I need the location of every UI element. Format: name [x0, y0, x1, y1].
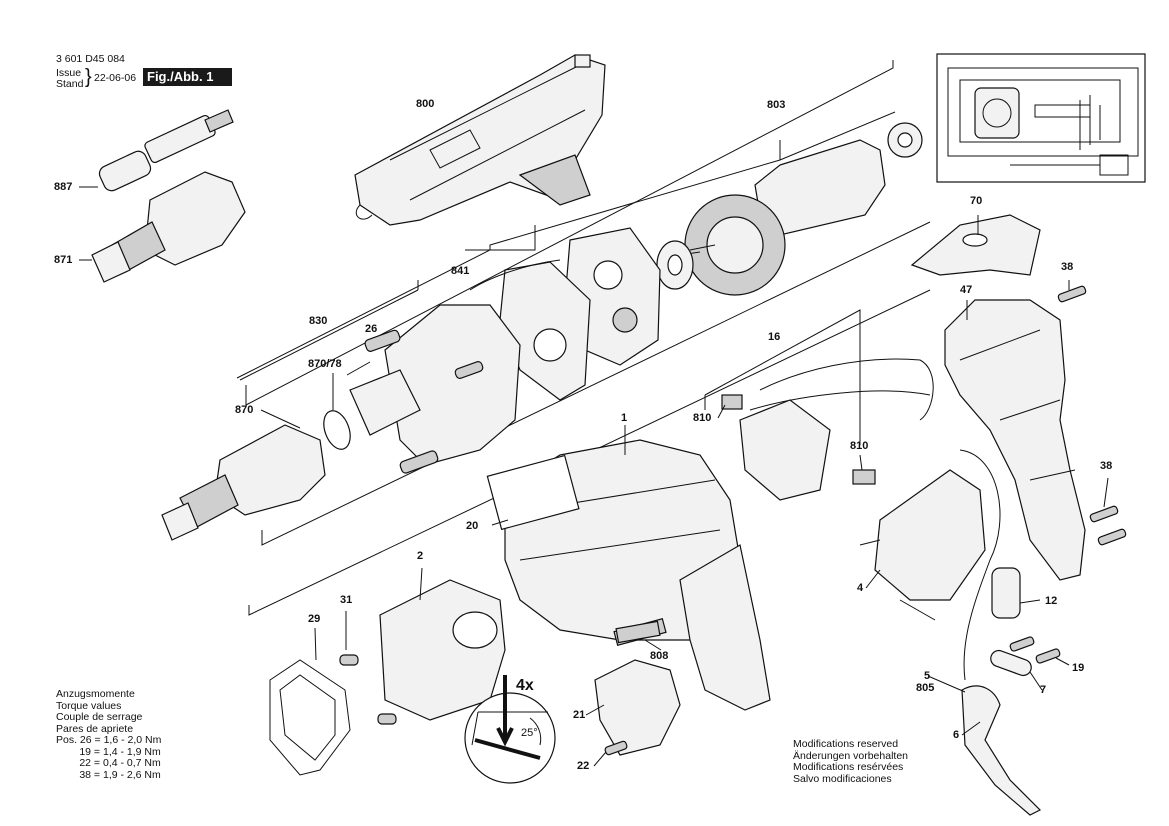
- callout-871: 871: [54, 254, 73, 266]
- callout-31: 31: [340, 594, 353, 606]
- screws-19: [1009, 636, 1061, 664]
- callout-26: 26: [365, 323, 378, 335]
- callout-1: 1: [621, 412, 628, 424]
- callout-841: 841: [451, 265, 470, 277]
- issue-label-en: Issue: [56, 67, 82, 79]
- detail-circle-angle: [464, 675, 556, 784]
- handle-cap-21: [594, 659, 681, 756]
- callout-12: 12: [1045, 595, 1058, 607]
- pins-31: [339, 654, 397, 725]
- callout-4: 4: [857, 582, 864, 594]
- callout-21: 21: [573, 709, 586, 721]
- callout-38-right: 38: [1100, 460, 1113, 472]
- assembly-guide-lines: [236, 60, 931, 616]
- gear-housing-830: [323, 304, 521, 474]
- callout-2: 2: [417, 550, 424, 562]
- callout-805: 805: [916, 682, 935, 694]
- armature-803: [656, 122, 923, 296]
- callout-38-top: 38: [1061, 261, 1074, 273]
- switch-4: [859, 469, 986, 621]
- field-coil-2: [379, 579, 506, 721]
- wiring-diagram: [936, 53, 1146, 183]
- callout-808: 808: [650, 650, 669, 662]
- callout-870-78: 870/78: [308, 358, 342, 370]
- bit-holder-887: [98, 109, 234, 192]
- issue-date: 22-06-06: [94, 72, 137, 84]
- callout-800: 800: [416, 98, 435, 110]
- power-cord-6: [959, 449, 1042, 816]
- callout-16: 16: [768, 331, 781, 343]
- callout-29: 29: [308, 613, 321, 625]
- bearing-plate-841: [469, 227, 661, 401]
- callout-47: 47: [960, 284, 973, 296]
- screws-38: [1057, 285, 1127, 546]
- cable-holder-12: [991, 567, 1021, 619]
- callout-5: 5: [924, 670, 931, 682]
- depth-locator-871: [91, 171, 246, 283]
- torque-values-note: Anzugsmomente Torque values Couple de se…: [56, 688, 162, 781]
- handle-shell-47: [944, 299, 1086, 581]
- wire-harness-16: [721, 358, 934, 501]
- switch-cover-70: [910, 214, 1041, 276]
- leader-lines: [79, 186, 1109, 767]
- cable-clamp-7: [990, 649, 1032, 677]
- part-number: 3 601 D45 084: [56, 53, 125, 65]
- callout-20: 20: [466, 520, 479, 532]
- callout-22: 22: [577, 760, 590, 772]
- label-plates: [486, 454, 661, 644]
- callout-70: 70: [970, 195, 983, 207]
- callout-19: 19: [1072, 662, 1085, 674]
- depth-stop-870: [161, 424, 326, 541]
- callout-25-degrees: 25°: [521, 727, 538, 739]
- callout-887: 887: [54, 181, 73, 193]
- auto-feed-attachment-800: [354, 54, 606, 226]
- callout-870: 870: [235, 404, 254, 416]
- callout-810-left: 810: [693, 412, 712, 424]
- callout-4x: 4x: [516, 677, 534, 694]
- figure-label: Fig./Abb. 1: [143, 68, 232, 86]
- callout-810-right: 810: [850, 440, 869, 452]
- callout-830: 830: [309, 315, 328, 327]
- callout-803: 803: [767, 99, 786, 111]
- modifications-note: Modifications reserved Änderungen vorbeh…: [793, 738, 909, 785]
- issue-label-de: Stand: [56, 78, 84, 90]
- callout-7: 7: [1040, 684, 1047, 696]
- baffle-ring-29: [269, 659, 351, 776]
- callout-6: 6: [953, 729, 960, 741]
- brace-icon: }: [85, 66, 92, 88]
